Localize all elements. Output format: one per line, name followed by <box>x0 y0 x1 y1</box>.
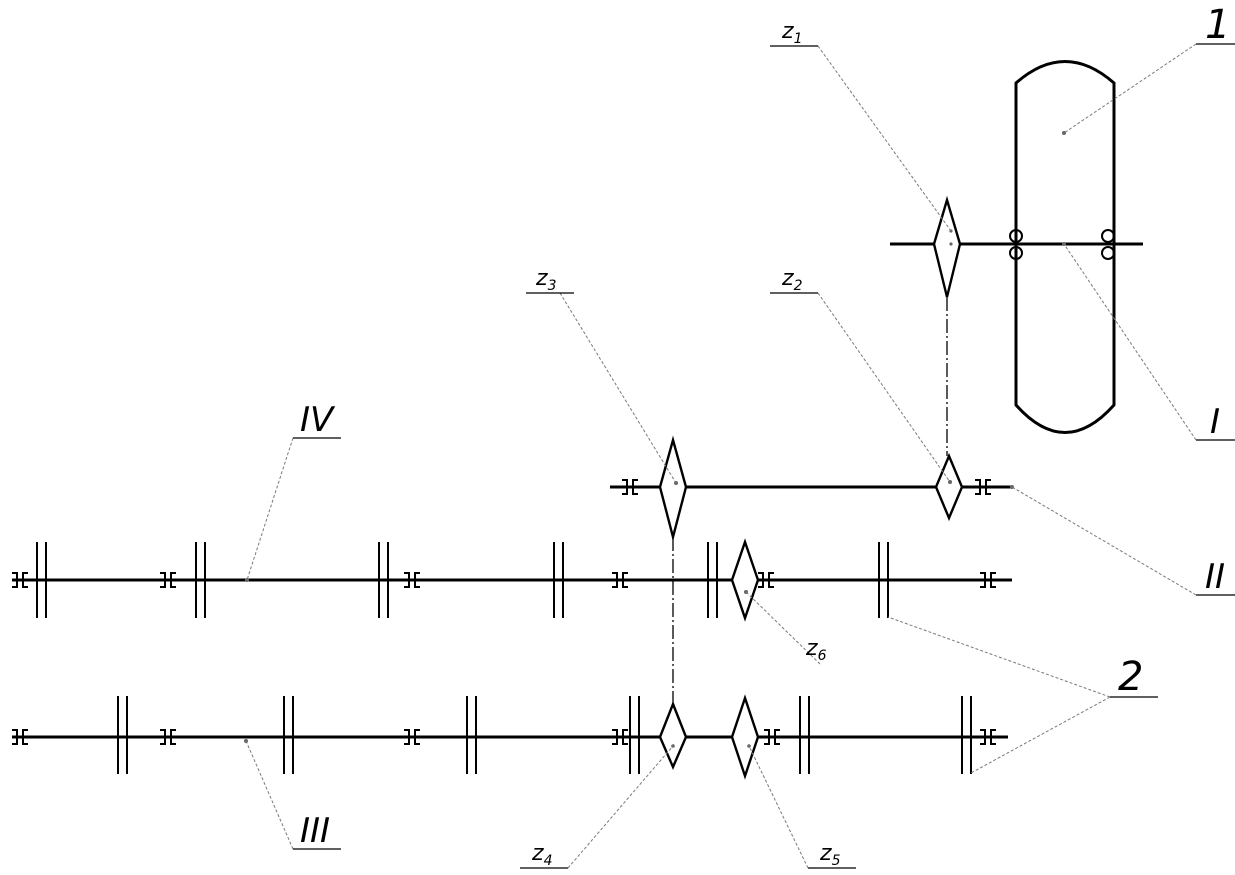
bearings-shaft-IV <box>12 572 996 588</box>
gear-z5 <box>730 694 760 780</box>
couplings-shaft-III <box>117 696 972 774</box>
label-z4: z4 <box>531 841 552 869</box>
label-shaft-IV: IV <box>300 400 336 440</box>
couplings-shaft-IV <box>36 542 889 618</box>
label-z6: z6 <box>805 636 827 664</box>
gear-z3 <box>658 435 688 542</box>
label-item-2: 2 <box>1118 654 1143 700</box>
label-shaft-III: III <box>300 811 330 851</box>
label-z2: z2 <box>781 266 803 294</box>
gear-z1 <box>932 195 962 298</box>
bearing-ball-1 <box>1009 229 1023 260</box>
gear-z4 <box>658 700 688 771</box>
gear-z2 <box>934 452 964 522</box>
label-z5: z5 <box>819 841 841 869</box>
bearing-ball-2 <box>1101 229 1115 260</box>
bearing-plain <box>622 479 638 495</box>
label-item-1: 1 <box>1205 2 1230 48</box>
drum <box>1014 60 1116 434</box>
shaft-IV <box>12 578 1012 582</box>
leader-lines <box>245 43 1197 869</box>
bearings-shaft-III <box>12 729 996 745</box>
bearing-plain <box>975 479 991 495</box>
label-shaft-I: I <box>1210 402 1220 442</box>
label-z1: z1 <box>781 19 802 47</box>
shaft-III <box>12 735 1008 743</box>
label-shaft-II: II <box>1205 557 1225 597</box>
gear-z6 <box>730 538 760 622</box>
label-underlines <box>293 43 1235 869</box>
label-z3: z3 <box>535 266 556 294</box>
